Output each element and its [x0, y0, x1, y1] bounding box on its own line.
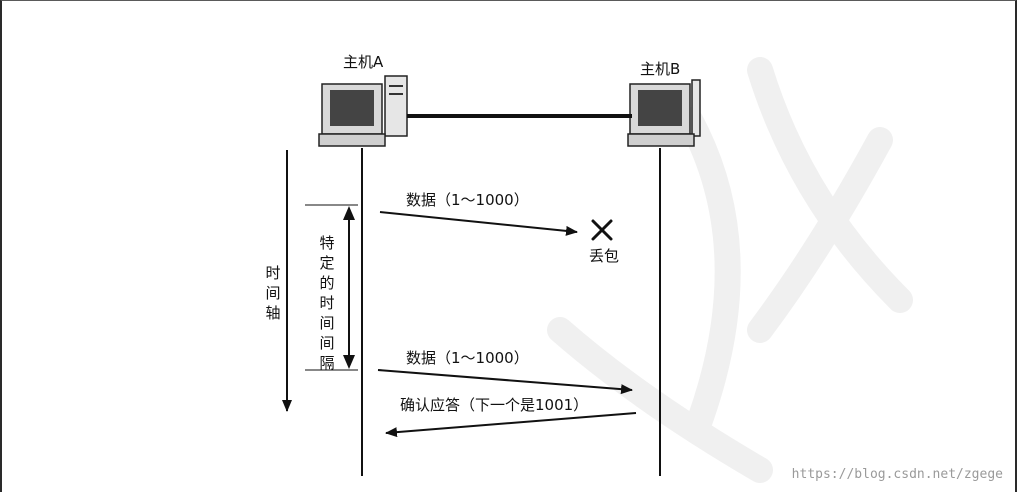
- time-axis-label: 时间轴: [265, 264, 281, 322]
- host-b-label: 主机B: [640, 60, 681, 78]
- host-a-label: 主机A: [343, 53, 384, 71]
- watermark: https://blog.csdn.net/zgege: [791, 467, 1003, 482]
- message-label-ack: 确认应答（下一个是1001）: [400, 396, 589, 414]
- interval-label: 特定的时间间隔: [319, 234, 335, 372]
- background-brush-mark: [547, 57, 913, 483]
- message-label-data-resend: 数据（1～1000）: [406, 349, 529, 367]
- message-arrow-data-lost: [379, 211, 578, 236]
- x-mark-icon: [591, 219, 613, 241]
- loss-label: 丢包: [589, 247, 620, 265]
- message-arrow-ack: [385, 412, 637, 438]
- message-label-data-lost: 数据（1～1000）: [406, 191, 529, 209]
- host-b-computer-icon: [627, 79, 701, 147]
- interval-bracket: [305, 204, 358, 371]
- host-a-computer-icon: [318, 75, 408, 147]
- message-arrow-data-resend: [377, 369, 633, 395]
